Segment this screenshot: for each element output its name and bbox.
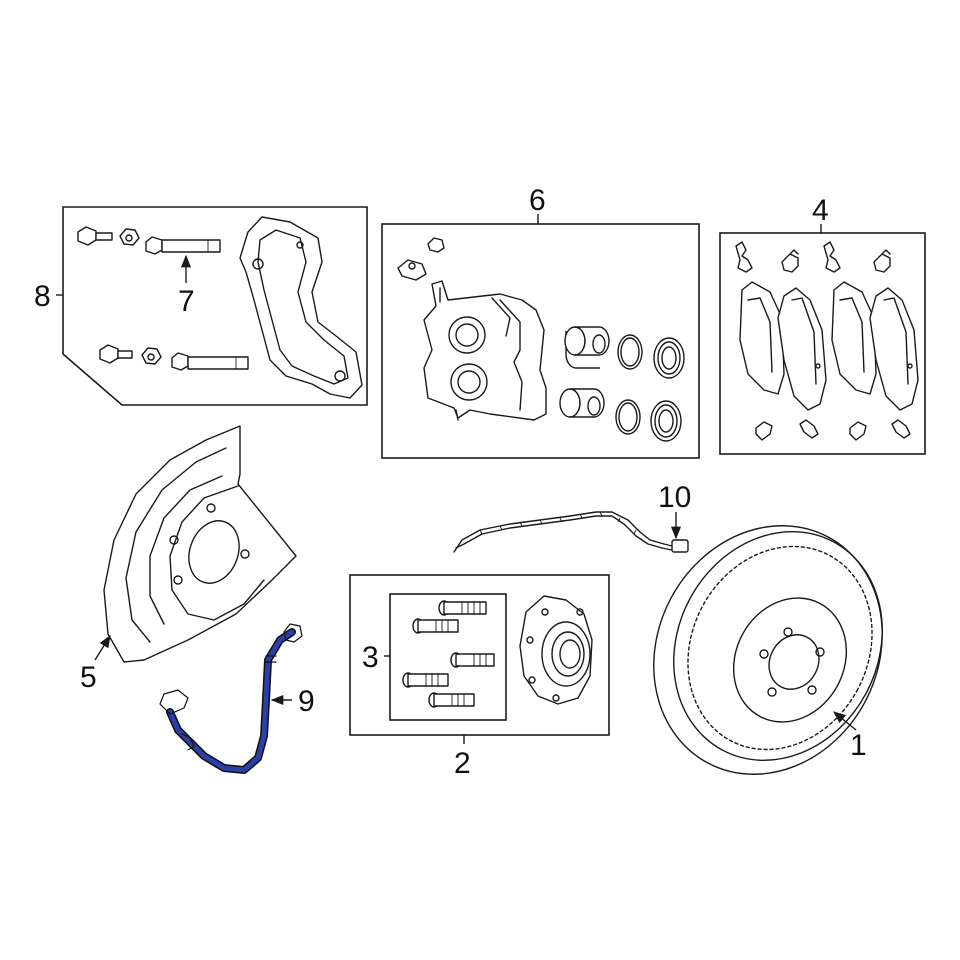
pad-clip-icon[interactable] — [849, 421, 867, 441]
brake-rotor-icon[interactable] — [611, 485, 925, 814]
brake-hose-icon[interactable] — [159, 623, 303, 774]
caliper-housing-icon[interactable] — [423, 280, 547, 421]
wheel-stud-icon[interactable] — [438, 600, 487, 616]
piston-icon[interactable] — [564, 326, 610, 369]
callout-8: 8 — [34, 280, 51, 313]
dust-boot-icon[interactable] — [653, 337, 685, 379]
nut-icon[interactable] — [119, 228, 140, 246]
brake-pads-box — [719, 232, 926, 455]
pad-clip-icon[interactable] — [781, 249, 799, 273]
wheel-stud-icon[interactable] — [412, 618, 459, 634]
callout-2: 2 — [454, 747, 471, 780]
brake-pad-icon[interactable] — [869, 287, 919, 411]
wheel-stud-icon[interactable] — [428, 692, 475, 708]
caliper-bracket-icon[interactable] — [239, 216, 363, 399]
callout-7: 7 — [178, 285, 195, 318]
callout-9: 9 — [298, 685, 315, 718]
dust-shield-icon[interactable] — [103, 425, 297, 663]
pad-clip-icon[interactable] — [755, 421, 773, 441]
wheel-stud-box — [389, 593, 507, 721]
bracket-kit-group — [56, 206, 368, 406]
bolt-icon[interactable] — [77, 226, 113, 246]
piston-seal-icon[interactable] — [617, 334, 643, 370]
callout-6: 6 — [529, 184, 546, 217]
pad-clip-icon[interactable] — [823, 241, 841, 273]
nut-icon[interactable] — [141, 347, 162, 365]
pad-clip-icon[interactable] — [891, 419, 911, 439]
callout-10: 10 — [658, 481, 691, 514]
callout-1: 1 — [850, 729, 867, 762]
brake-pad-icon[interactable] — [831, 281, 877, 395]
brake-pad-icon[interactable] — [777, 287, 827, 411]
piston-seal-icon[interactable] — [615, 399, 641, 435]
guide-pin-bolt-icon[interactable] — [145, 236, 221, 255]
caliper-group — [381, 214, 700, 459]
callout-3: 3 — [362, 641, 379, 674]
callout-4: 4 — [812, 194, 829, 227]
brake-pad-icon[interactable] — [739, 281, 785, 395]
piston-icon[interactable] — [559, 388, 605, 418]
hub-box — [349, 574, 610, 736]
bolt-icon[interactable] — [99, 344, 133, 364]
bleeder-screw-icon[interactable] — [397, 237, 445, 281]
pad-clip-icon[interactable] — [799, 419, 819, 439]
dust-boot-icon[interactable] — [650, 400, 682, 442]
wear-sensor-icon[interactable] — [453, 511, 689, 553]
leader-line — [94, 634, 111, 661]
brake-pads-group — [719, 224, 926, 455]
wheel-stud-icon[interactable] — [450, 652, 495, 668]
leader-line — [833, 711, 857, 731]
hub-group — [349, 574, 610, 744]
pad-clip-icon[interactable] — [873, 249, 891, 273]
caliper-box — [381, 223, 700, 459]
guide-pin-bolt-icon[interactable] — [171, 352, 249, 371]
callout-5: 5 — [80, 661, 97, 694]
wheel-hub-icon[interactable] — [519, 595, 593, 705]
wheel-stud-icon[interactable] — [402, 672, 449, 688]
bracket-kit-box — [62, 206, 368, 406]
pad-clip-icon[interactable] — [735, 241, 753, 273]
